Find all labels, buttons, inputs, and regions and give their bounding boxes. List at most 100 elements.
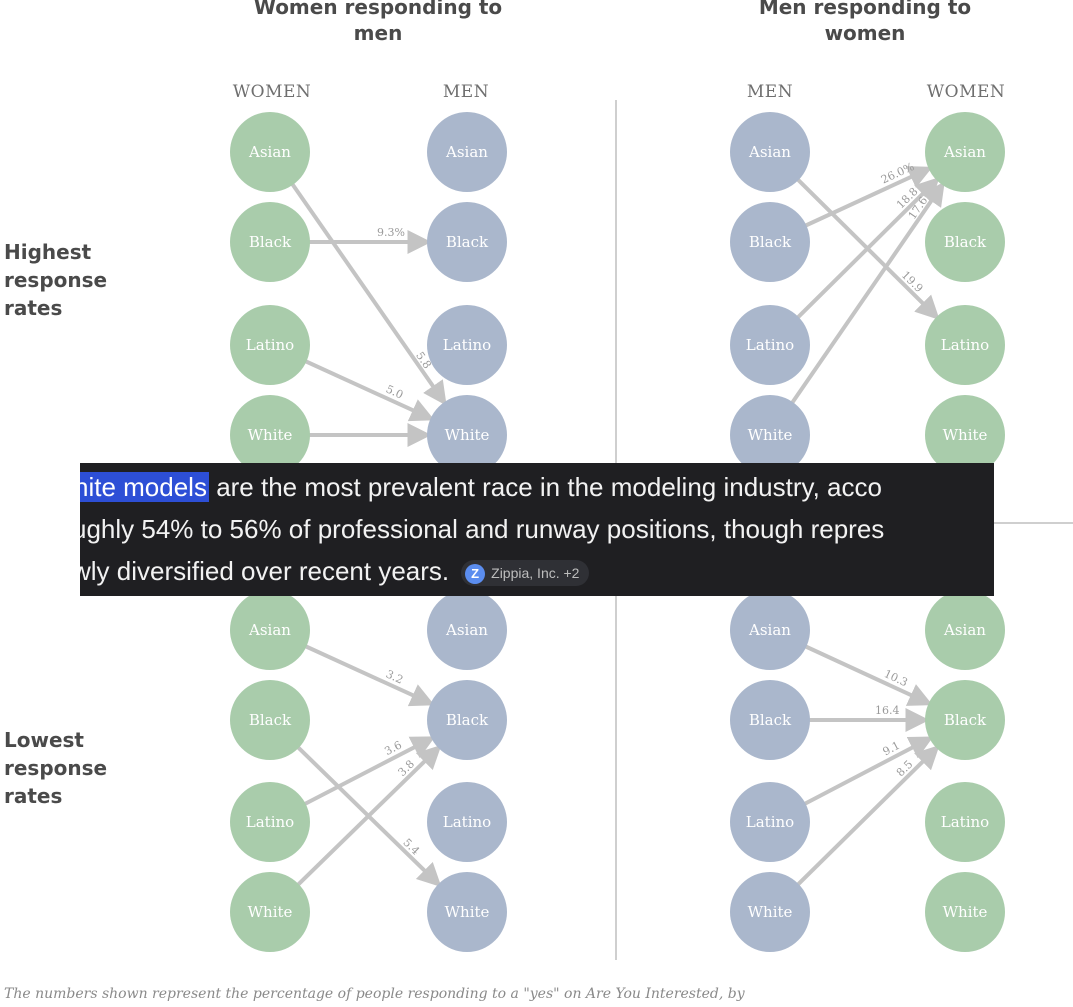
edge-w2m-low-black-to-white [292,742,442,888]
answer-line-1: hite models are the most prevalent race … [80,467,882,507]
node-m2w-low-women-latino [925,782,1005,862]
node-w2m-low-women-asian [230,590,310,670]
node-label-m2w-high-men-black: Black [749,233,792,251]
answer-line-3: wly diversified over recent years. Z Zippi… [80,551,590,591]
source-label: Zippia, Inc. +2 [491,565,580,582]
node-label-w2m-high-men-white: White [445,426,490,444]
answer-line-1-text: are the most prevalent race in the model… [208,472,882,502]
node-w2m-high-women-latino [230,305,310,385]
node-label-w2m-low-women-white: White [248,903,293,921]
horizontal-divider [994,522,1073,524]
node-m2w-high-men-latino [730,305,810,385]
node-label-w2m-high-men-asian: Asian [445,143,488,161]
edge-w2m-low-asian-to-black [300,642,435,707]
node-label-w2m-high-men-latino: Latino [443,336,491,354]
node-w2m-low-women-latino [230,782,310,862]
edge-label-w2m-high-black-to-black: 9.3% [377,226,405,239]
node-label-m2w-low-men-black: Black [749,711,792,729]
node-label-m2w-high-women-asian: Asian [943,143,986,161]
node-label-m2w-high-men-asian: Asian [748,143,791,161]
node-label-w2m-high-men-black: Black [446,233,489,251]
node-w2m-low-women-black [230,680,310,760]
node-w2m-high-women-asian [230,112,310,192]
source-chip[interactable]: Z Zippia, Inc. +2 [461,560,590,587]
edge-m2w-high-black-to-asian [800,166,933,230]
row-label-lowest: Lowest response rates [4,728,108,808]
node-w2m-high-men-black [427,202,507,282]
edge-label-m2w-low-white-to-black: 8.5 [894,758,916,780]
node-label-m2w-low-women-white: White [943,903,988,921]
node-w2m-high-men-latino [427,305,507,385]
node-w2m-high-women-white [230,395,310,475]
edge-m2w-low-white-to-black [792,744,940,890]
title-men-to-women: Men responding to women [758,0,972,45]
node-w2m-low-men-white [427,872,507,952]
node-label-m2w-low-women-black: Black [944,711,987,729]
node-label-w2m-high-women-latino: Latino [246,336,294,354]
node-label-m2w-high-women-white: White [943,426,988,444]
answer-line-3-text: wly diversified over recent years. [80,556,450,586]
node-m2w-high-women-black [925,202,1005,282]
node-m2w-high-women-latino [925,305,1005,385]
edge-label-w2m-low-black-to-white: 5.4 [400,836,422,858]
col-head-men-left: MEN [442,82,490,102]
node-w2m-low-women-white [230,872,310,952]
node-label-w2m-low-women-black: Black [249,711,292,729]
node-label-m2w-low-men-white: White [748,903,793,921]
node-w2m-high-men-asian [427,112,507,192]
node-label-m2w-low-women-latino: Latino [941,813,989,831]
col-head-women-right: WOMEN [926,82,1006,102]
answer-line-2: ughly 54% to 56% of professional and run… [80,514,885,544]
node-m2w-low-men-white [730,872,810,952]
node-m2w-high-men-black [730,202,810,282]
col-head-men-right: MEN [746,82,794,102]
zippia-logo-icon: Z [465,564,486,585]
edge-m2w-high-white-to-asian [787,181,946,409]
edge-label-m2w-low-black-to-black: 16.4 [875,704,900,717]
node-label-m2w-high-men-white: White [748,426,793,444]
node-m2w-low-men-latino [730,782,810,862]
node-label-m2w-low-men-latino: Latino [746,813,794,831]
node-label-w2m-high-women-asian: Asian [248,143,291,161]
ai-answer-popup[interactable]: hite models are the most prevalent race … [80,463,994,596]
node-label-w2m-low-men-latino: Latino [443,813,491,831]
edge-m2w-low-latino-to-black [799,735,934,809]
node-m2w-high-men-asian [730,112,810,192]
node-m2w-low-women-white [925,872,1005,952]
node-w2m-high-men-white [427,395,507,475]
node-m2w-low-men-asian [730,590,810,670]
edge-w2m-high-latino-to-white [300,357,435,422]
node-m2w-low-women-asian [925,590,1005,670]
node-label-m2w-high-women-black: Black [944,233,987,251]
caption: The numbers shown represent the percenta… [4,986,745,1002]
node-m2w-high-men-white [730,395,810,475]
edge-label-w2m-low-white-to-black: 3.8 [396,757,418,779]
edge-w2m-low-latino-to-black [299,735,436,809]
node-label-w2m-low-men-white: White [445,903,490,921]
node-m2w-high-women-asian [925,112,1005,192]
title-women-to-men: Women responding to men [253,0,503,45]
node-label-m2w-high-women-latino: Latino [941,336,989,354]
node-label-m2w-high-men-latino: Latino [746,336,794,354]
node-label-w2m-low-women-latino: Latino [246,813,294,831]
node-m2w-high-women-white [925,395,1005,475]
row-label-highest: Highest response rates [4,240,108,320]
node-label-w2m-low-women-asian: Asian [248,621,291,639]
node-m2w-low-men-black [730,680,810,760]
node-label-w2m-high-women-black: Black [249,233,292,251]
node-label-m2w-low-women-asian: Asian [943,621,986,639]
node-label-w2m-low-men-black: Black [446,711,489,729]
node-label-m2w-low-men-asian: Asian [748,621,791,639]
node-label-w2m-low-men-asian: Asian [445,621,488,639]
col-head-women-left: WOMEN [232,82,312,102]
answer-highlight[interactable]: hite models [80,472,209,502]
node-w2m-low-men-black [427,680,507,760]
node-w2m-high-women-black [230,202,310,282]
node-m2w-low-women-black [925,680,1005,760]
node-w2m-low-men-asian [427,590,507,670]
edge-w2m-high-asian-to-white [287,178,447,406]
edge-m2w-high-latino-to-asian [792,177,940,323]
node-label-w2m-high-women-white: White [248,426,293,444]
